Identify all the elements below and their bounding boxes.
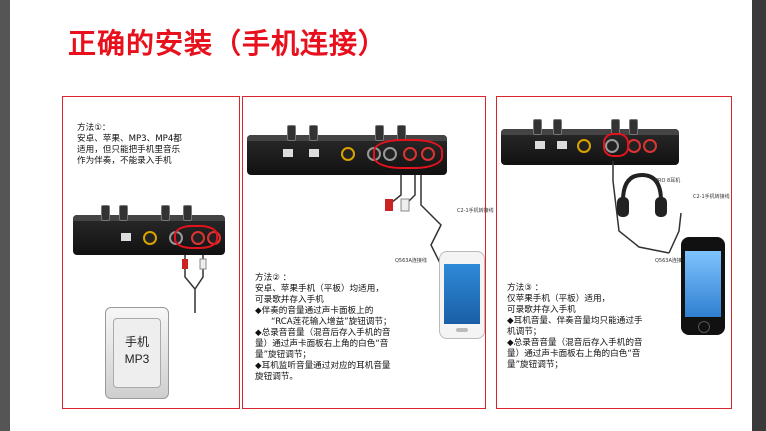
method-2-line: ◆伴奏的音量通过声卡面板上的	[255, 306, 374, 316]
mp3-label-line2: MP3	[124, 352, 150, 366]
method-2-line: ◆总录音音量（混音后存入手机的音	[255, 328, 391, 338]
method-1-heading: 方法①：	[77, 123, 111, 133]
method-2-line: 安卓、苹果手机（平板）均适用，	[255, 284, 384, 294]
method-3-line: 量”旋钮调节；	[507, 360, 564, 370]
mp3-label-line1: 手机	[124, 335, 149, 349]
sound-card-device	[501, 119, 679, 165]
headphone-label: PRO 8耳机	[655, 178, 681, 184]
method-1-panel: 方法①： 安卓、苹果、MP3、MP4都 适用，但只能把手机里音乐 作为伴奏，不能…	[62, 96, 240, 409]
page-title: 正确的安装（手机连接）	[68, 27, 388, 60]
method-3-line: ◆总录音音量（混音后存入手机的音	[507, 338, 643, 348]
headphones-icon	[617, 172, 667, 217]
method-2-line: “RCA莲花输入增益”旋钮调节；	[271, 317, 392, 327]
method-2-panel: C2-1手机转接线 Q563A连接线 方法② ： 安卓、苹果手机（平板）均适用，…	[242, 96, 494, 409]
right-border	[752, 0, 766, 431]
cable-label-2: Q563A连接线	[395, 258, 427, 264]
method-3-line: 仅苹果手机（平板）适用，	[507, 294, 611, 304]
method-1-line: 适用，但只能把手机里音乐	[77, 145, 181, 155]
rca-cable-icon	[182, 255, 207, 313]
mp3-player-icon: 手机 MP3	[105, 307, 169, 399]
cable-label-2: Q563A连接线	[655, 258, 687, 264]
sound-card-device	[73, 205, 225, 255]
cable-label: C2-1手机转接线	[693, 194, 730, 200]
method-3-panel: PRO 8耳机 C2-1手机转接线 Q563A连接线 方法③ ： 仅苹果手机（平…	[496, 96, 732, 409]
page: 正确的安装（手机连接） 方法①： 安卓、苹果、MP3、MP4都 适用，但只能把手…	[10, 0, 752, 431]
method-2-line: 量”旋钮调节；	[255, 350, 312, 360]
highlight-circle	[373, 139, 443, 169]
cable-icon	[612, 161, 682, 254]
method-2-line: 旋钮调节。	[255, 372, 298, 382]
method-2-line: 量）通过声卡面板右上角的白色“音	[255, 339, 389, 349]
method-3-line: 机调节；	[507, 327, 542, 337]
method-3-line: 量）通过声卡面板右上角的白色“音	[507, 349, 641, 359]
method-3-line: ◆耳机音量、伴奏音量均只能通过手	[507, 316, 643, 326]
cable-label: C2-1手机转接线	[457, 208, 494, 214]
iphone-icon	[681, 237, 725, 335]
method-1-line: 安卓、苹果、MP3、MP4都	[77, 134, 182, 144]
highlight-circle	[174, 225, 218, 249]
android-phone-icon	[439, 251, 485, 339]
method-3-line: 可录歌并存入手机	[507, 305, 576, 315]
method-2-line: ◆耳机监听音量通过对应的耳机音量	[255, 361, 391, 371]
method-2-line: 可录歌并存入手机	[255, 295, 324, 305]
method-3-heading: 方法③ ：	[507, 283, 544, 293]
method-2-heading: 方法② ：	[255, 273, 292, 283]
method-1-line: 作为伴奏，不能录入手机	[77, 156, 172, 166]
highlight-circle	[603, 133, 629, 157]
